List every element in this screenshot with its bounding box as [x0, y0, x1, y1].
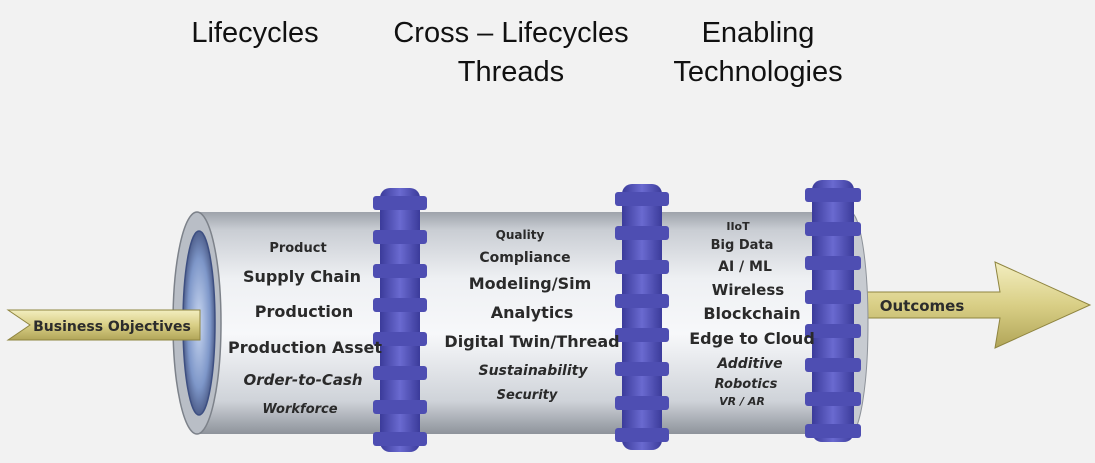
outcomes-arrow	[859, 261, 1092, 349]
technologies-list: IIoT Big Data AI / ML Wireless Blockchai…	[689, 220, 815, 408]
lifecycle-product: Product	[269, 241, 326, 256]
outcomes-label: Outcomes	[880, 297, 965, 315]
heading-enabling-line1: Enabling	[701, 17, 815, 49]
technology-robotics: Robotics	[715, 377, 778, 392]
heading-cross-lifecycles-threads: Cross – Lifecycles Threads	[368, 14, 654, 92]
thread-modeling-sim: Modeling/Sim	[469, 274, 592, 293]
heading-lifecycles-text: Lifecycles	[191, 17, 319, 49]
technology-edge-to-cloud: Edge to Cloud	[689, 329, 815, 348]
thread-analytics: Analytics	[491, 303, 574, 322]
lifecycles-list: Product Supply Chain Production Producti…	[228, 241, 382, 417]
technology-blockchain: Blockchain	[703, 304, 800, 323]
heading-cross-line2: Threads	[457, 56, 565, 88]
lifecycle-order-to-cash: Order-to-Cash	[243, 371, 362, 389]
technology-vr-ar: VR / AR	[719, 395, 765, 408]
gear-ring-3	[805, 180, 861, 442]
technology-wireless: Wireless	[712, 281, 785, 299]
heading-lifecycles: Lifecycles	[150, 14, 360, 53]
business-objectives-label: Business Objectives	[33, 319, 191, 335]
gear-ring-1	[373, 188, 427, 452]
technology-big-data: Big Data	[711, 238, 774, 253]
technology-iiot: IIoT	[726, 220, 750, 233]
heading-cross-line1: Cross – Lifecycles	[393, 17, 629, 49]
thread-security: Security	[497, 388, 558, 403]
thread-digital-twin-thread: Digital Twin/Thread	[444, 332, 619, 351]
threads-list: Quality Compliance Modeling/Sim Analytic…	[444, 228, 619, 403]
thread-compliance: Compliance	[479, 250, 570, 266]
lifecycle-workforce: Workforce	[262, 402, 337, 417]
technology-ai-ml: AI / ML	[718, 259, 772, 275]
lifecycle-production-asset: Production Asset	[228, 338, 382, 357]
business-objectives-arrow: Business Objectives	[6, 309, 201, 341]
lifecycle-production: Production	[255, 302, 353, 321]
lifecycle-supply-chain: Supply Chain	[243, 267, 361, 286]
thread-quality: Quality	[496, 228, 545, 242]
technology-additive: Additive	[716, 356, 782, 372]
gear-ring-2	[615, 184, 669, 450]
heading-enabling-technologies: Enabling Technologies	[648, 14, 868, 92]
thread-sustainability: Sustainability	[479, 363, 589, 379]
heading-enabling-line2: Technologies	[673, 56, 843, 88]
